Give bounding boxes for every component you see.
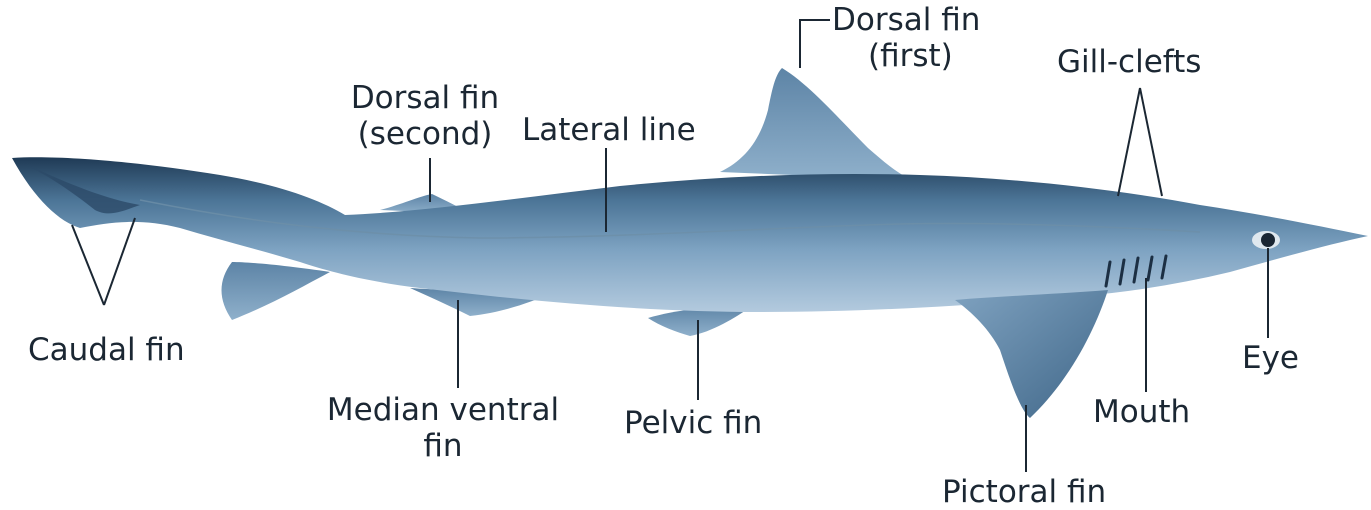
shark-body bbox=[12, 157, 1368, 312]
label-eye: Eye bbox=[1242, 340, 1299, 376]
label-dorsal-fin-second-line2: (second) bbox=[342, 116, 508, 152]
label-dorsal-fin-second: Dorsal fin (second) bbox=[342, 80, 508, 152]
label-dorsal-fin-second-line1: Dorsal fin bbox=[342, 80, 508, 116]
label-median-ventral-fin-line1: Median ventral bbox=[318, 392, 568, 428]
label-lateral-line: Lateral line bbox=[522, 112, 696, 148]
label-gill-clefts: Gill-clefts bbox=[1057, 44, 1201, 80]
dorsal-fin-first bbox=[720, 68, 912, 180]
label-dorsal-fin-first-line2: (first) bbox=[832, 38, 980, 74]
caudal-fin-lower bbox=[222, 262, 331, 320]
label-caudal-fin: Caudal fin bbox=[28, 332, 185, 368]
label-median-ventral-fin-line2: fin bbox=[318, 428, 568, 464]
label-median-ventral-fin: Median ventral fin bbox=[318, 392, 568, 464]
eye-mark bbox=[1252, 231, 1280, 249]
label-dorsal-fin-first-line1: Dorsal fin bbox=[832, 2, 980, 38]
label-pelvic-fin: Pelvic fin bbox=[624, 405, 762, 441]
pictoral-fin bbox=[955, 290, 1108, 418]
label-mouth: Mouth bbox=[1093, 394, 1190, 430]
label-dorsal-fin-first: Dorsal fin (first) bbox=[832, 2, 980, 74]
label-pictoral-fin: Pictoral fin bbox=[942, 474, 1106, 510]
